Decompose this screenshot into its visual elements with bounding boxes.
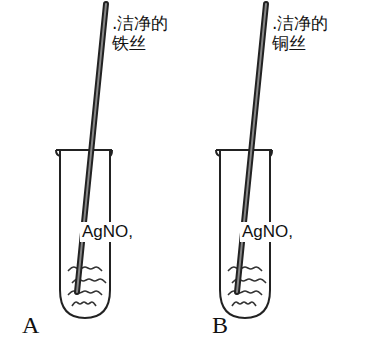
solution-waves (68, 267, 106, 306)
wire-label: .洁净的 铁丝 (112, 14, 174, 53)
solution-waves (228, 267, 266, 306)
wave-stroke (228, 267, 262, 271)
wave-stroke (72, 302, 96, 306)
solution-label: AgNO, (240, 222, 295, 242)
solution-label: AgNO, (80, 222, 135, 242)
figure-letter: B (212, 312, 228, 340)
iron-wire (77, 4, 106, 292)
wire-label: .洁净的 铜丝 (272, 14, 334, 53)
wave-stroke (228, 291, 262, 295)
wave-stroke (68, 291, 102, 295)
wave-stroke (232, 302, 256, 306)
wave-stroke (68, 267, 102, 271)
copper-wire (237, 4, 266, 292)
figure-letter: A (22, 312, 39, 340)
